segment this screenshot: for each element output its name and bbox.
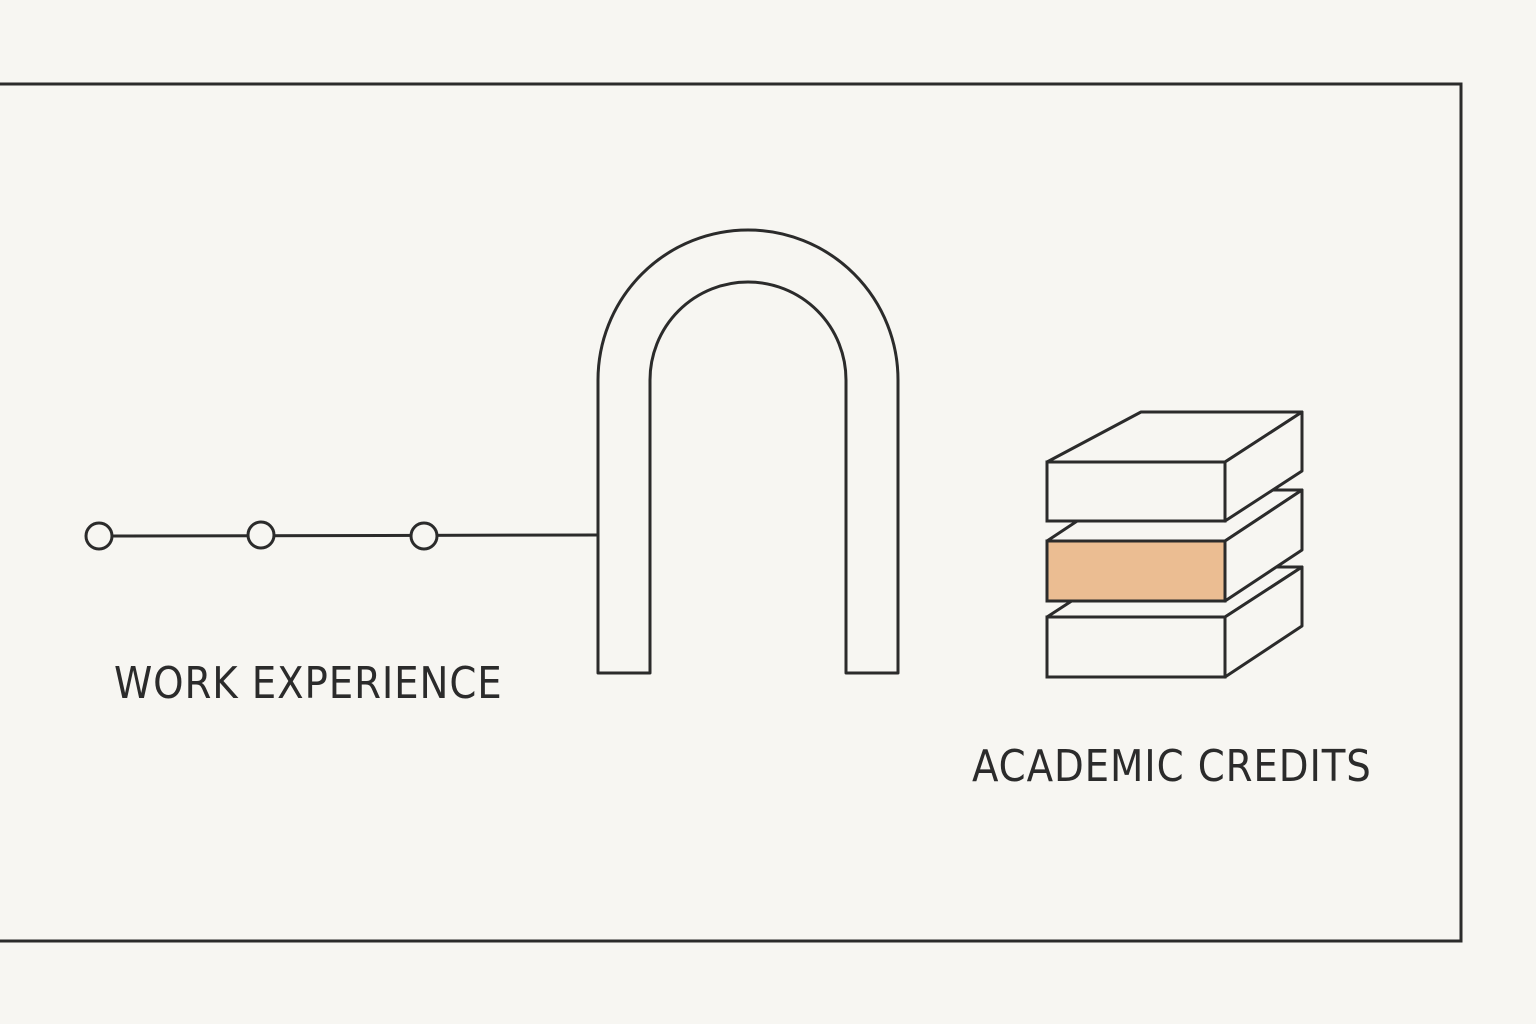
- block-top: [1045, 410, 1304, 523]
- timeline-node: [409, 521, 439, 551]
- stacked-blocks-icon: [1045, 410, 1304, 679]
- frame-border: [0, 82, 1463, 943]
- timeline-line: [111, 533, 599, 538]
- arch-bridge-icon: [596, 228, 900, 675]
- timeline-node: [246, 520, 276, 550]
- academic-credits-label: ACADEMIC CREDITS: [972, 741, 1372, 792]
- timeline-nodes-icon: [84, 520, 599, 551]
- work-experience-label: WORK EXPERIENCE: [114, 658, 503, 709]
- timeline-node: [84, 521, 114, 551]
